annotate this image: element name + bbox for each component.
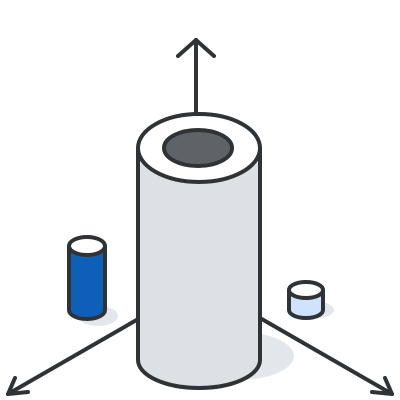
small-light-blue-cylinder-icon: [287, 280, 325, 320]
small-blue-cylinder-icon: [67, 235, 107, 321]
tall-cylinder-icon: [136, 112, 262, 390]
arrow-down-right-icon: [258, 316, 394, 396]
arrow-up-icon: [176, 38, 216, 114]
main-cylinder-hole: [162, 128, 234, 168]
arrow-down-left-icon: [6, 316, 142, 396]
